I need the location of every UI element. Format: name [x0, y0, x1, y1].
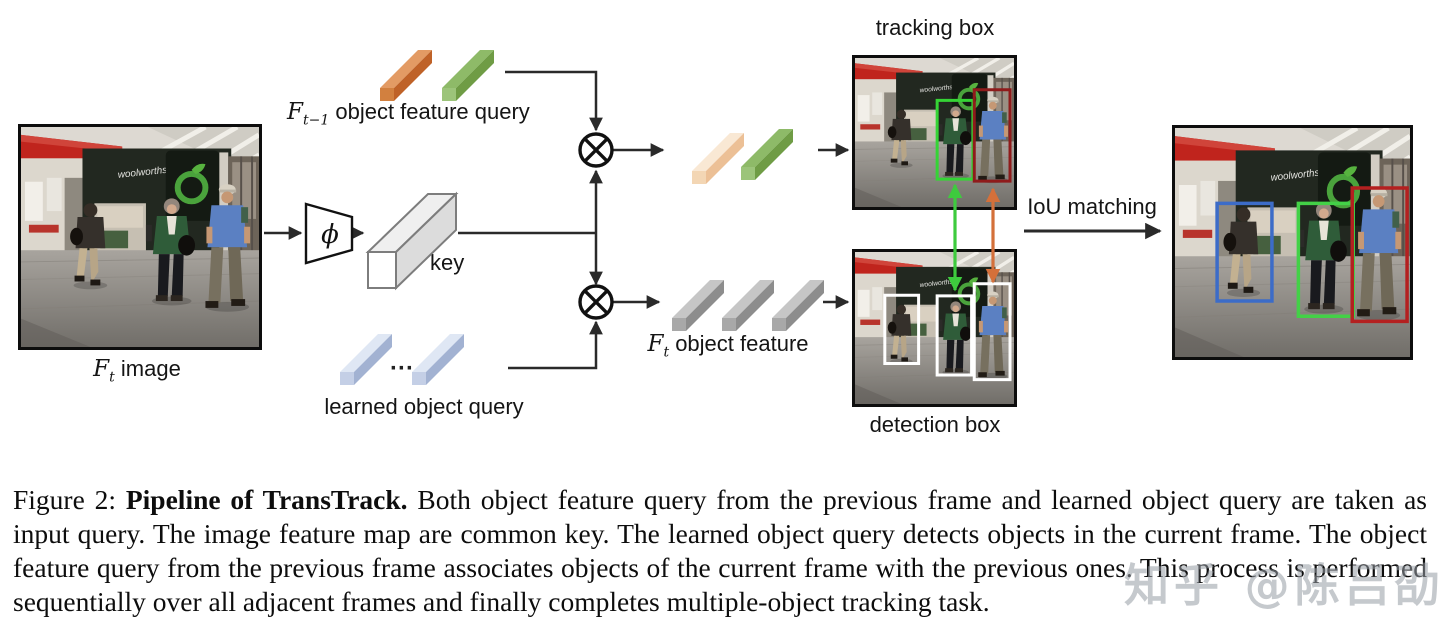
caption-body: Both object feature query from the previ… [13, 484, 1427, 617]
detection-photo [852, 249, 1017, 407]
key-label: key [430, 250, 465, 275]
math-f: F [287, 99, 303, 125]
caption-title: Pipeline of TransTrack. [125, 484, 408, 515]
ft-image-label: Ft image [37, 356, 237, 384]
prev-query-label: Ft−1 object feature query [287, 99, 530, 129]
phi-encoder-shape [304, 202, 354, 265]
math-sub: t [109, 369, 115, 386]
object-feature-bar-gray-2 [722, 280, 774, 331]
learned-query-bar-blue-1 [340, 334, 392, 385]
ft-image-photo [18, 124, 262, 350]
learned-query-label: learned object query [324, 394, 524, 419]
figure-caption: Figure 2: Pipeline of TransTrack. Both o… [13, 483, 1427, 619]
prev-query-bar-green [442, 50, 494, 101]
output-box-blue [1217, 203, 1272, 301]
label-text: image [114, 356, 181, 381]
prev-query-bar-orange [380, 50, 432, 101]
detection-box-left [885, 295, 919, 363]
caption-prefix: Figure 2: [13, 484, 126, 515]
math-sub: t−1 [302, 112, 330, 129]
iou-matching-label: IoU matching [1027, 194, 1157, 219]
tracking-photo [852, 55, 1017, 210]
tracking-box-label: tracking box [875, 15, 995, 40]
detection-box-center [937, 296, 971, 375]
output-photo [1172, 125, 1413, 360]
track-feature-bar-green [741, 129, 793, 180]
phi-label: ϕ [321, 220, 339, 250]
math-f: F [647, 331, 664, 357]
track-feature-bar-faded-orange [692, 133, 744, 184]
detection-box-label: detection box [869, 412, 1001, 437]
output-box-red [1352, 188, 1407, 321]
label-text: object feature [669, 331, 809, 356]
math-f: F [93, 356, 110, 382]
object-feature-bar-gray-1 [672, 280, 724, 331]
multiply-icon-top [578, 132, 614, 168]
wire-learnedquery-to-multiply [508, 320, 603, 370]
math-sub: t [663, 344, 670, 361]
ft-object-feature-label: Ft object feature [608, 331, 848, 359]
watermark: 知乎 @陈吕劭 [1124, 559, 1440, 612]
detection-box-right [974, 284, 1010, 380]
tracking-box-darkred [974, 90, 1010, 181]
learned-query-bar-blue-2 [412, 334, 464, 385]
multiply-icon-bottom [578, 284, 614, 320]
object-feature-bar-gray-3 [772, 280, 824, 331]
label-text: object feature query [329, 99, 530, 124]
ellipsis-dots: ··· [390, 355, 414, 382]
